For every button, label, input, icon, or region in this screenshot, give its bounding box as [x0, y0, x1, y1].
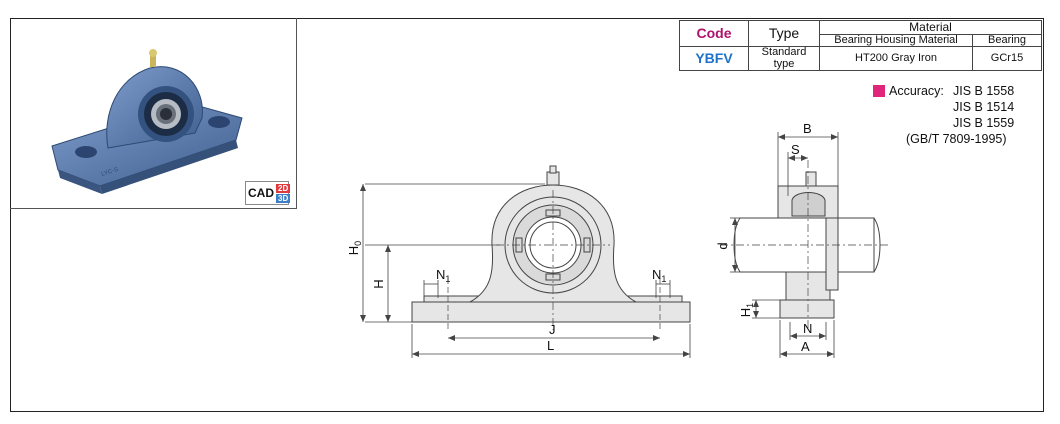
dim-h0-sub: 0: [353, 241, 363, 246]
svg-text:H0: H0: [346, 241, 363, 255]
front-view: [411, 165, 691, 330]
accuracy-standard: JIS B 1558: [953, 84, 1015, 98]
dim-n: N: [803, 321, 812, 336]
header-material: Material: [819, 20, 1042, 35]
dim-s: S: [791, 142, 800, 157]
accuracy-marker-icon: [873, 85, 885, 97]
svg-text:N1: N1: [436, 267, 450, 284]
dim-j: J: [549, 322, 556, 337]
header-type: Type: [748, 19, 820, 48]
dim-h1-sub: 1: [745, 303, 755, 308]
dim-n1-right-sub: 1: [661, 274, 666, 284]
cad-2d-label: 2D: [276, 183, 291, 193]
row-bearing: GCr15: [972, 46, 1042, 72]
dim-n1-left-sub: 1: [445, 274, 450, 284]
accuracy-block: Accuracy: JIS B 1558 JIS B 1514 JIS B 15…: [873, 83, 1014, 147]
accuracy-label: Accuracy:: [889, 84, 944, 98]
svg-text:N1: N1: [652, 267, 666, 284]
cad-badge[interactable]: CAD 2D 3D: [245, 181, 291, 205]
dim-n1-right: N: [652, 267, 661, 282]
accuracy-standard: JIS B 1514: [953, 100, 1015, 114]
row-type: Standard type: [748, 46, 820, 72]
dim-d: d: [715, 242, 730, 249]
accuracy-gb-standard: (GB/T 7809-1995): [906, 132, 1007, 146]
dim-h1: H: [738, 308, 753, 317]
svg-text:LYC-S: LYC-S: [101, 167, 119, 178]
side-view: [720, 160, 890, 330]
dim-b: B: [803, 121, 812, 136]
dim-h: H: [371, 279, 386, 288]
cad-label: CAD: [248, 186, 274, 200]
dim-l: L: [547, 338, 554, 353]
accuracy-standard: JIS B 1559: [953, 116, 1015, 130]
document-frame: [10, 18, 1044, 412]
spec-table: Code Type Material Bearing Housing Mater…: [679, 19, 1042, 72]
dim-a: A: [801, 339, 810, 354]
product-photo-panel: LYC-S: [10, 18, 297, 209]
pillow-block-photo: LYC-S: [51, 49, 243, 194]
cad-3d-label: 3D: [276, 193, 291, 203]
row-housing-material: HT200 Gray Iron: [819, 46, 973, 72]
dim-n1-left: N: [436, 267, 445, 282]
row-code: YBFV: [679, 46, 749, 72]
dim-h0: H: [346, 246, 361, 255]
svg-text:H1: H1: [738, 303, 755, 317]
